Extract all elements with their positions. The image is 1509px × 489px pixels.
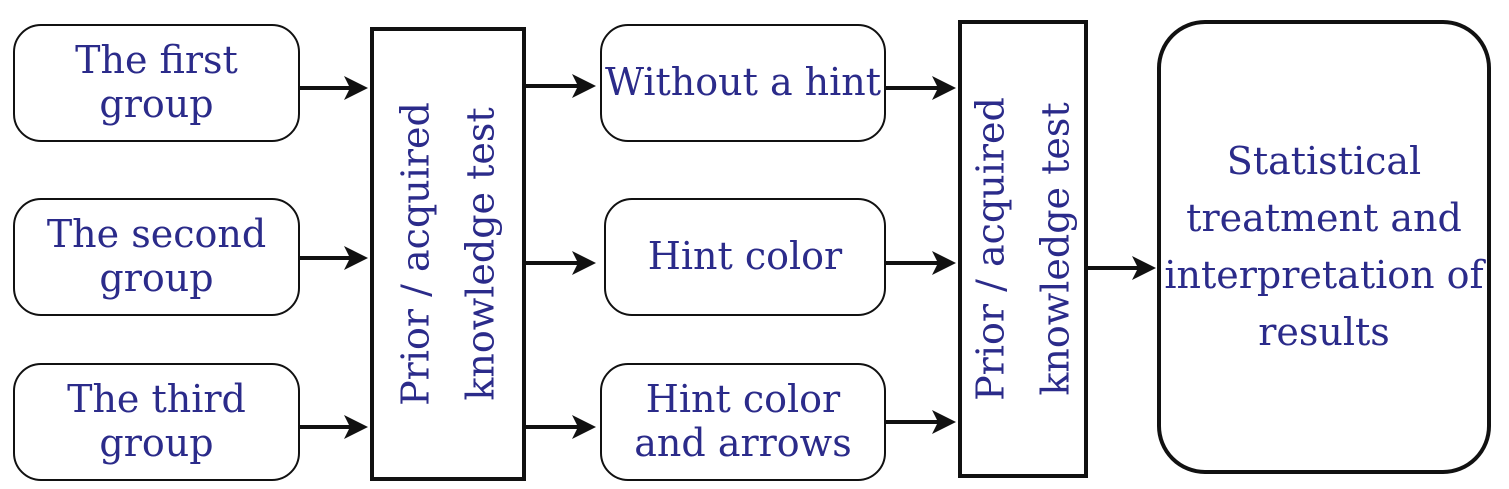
condition-box-without-hint: Without a hint — [600, 24, 886, 142]
knowledge-test-post-line1: Prior / acquired — [968, 97, 1013, 401]
statistical-treatment-box: Statistical treatment and interpretation… — [1157, 20, 1491, 474]
group-third-label-line1: The third — [67, 377, 246, 422]
group-first-label: The first group — [75, 38, 238, 126]
final-label-line2: treatment and — [1186, 196, 1462, 240]
group-box-third: The third group — [13, 363, 300, 481]
group-box-second: The second group — [13, 198, 300, 316]
condition-box-hint-color-arrows: Hint color and arrows — [600, 363, 886, 481]
final-label-line1: Statistical — [1226, 139, 1422, 183]
knowledge-test-pre-line2: knowledge test — [458, 107, 502, 401]
knowledge-test-label-post: Prior / acquired knowledge test — [958, 97, 1087, 401]
knowledge-test-label-pre: Prior / acquired knowledge test — [383, 102, 512, 406]
group-box-first: The first group — [13, 24, 300, 142]
knowledge-test-pre-line1: Prior / acquired — [393, 102, 438, 406]
knowledge-test-box-pre: Prior / acquired knowledge test — [370, 27, 526, 481]
group-second-label-line1: The second — [46, 212, 267, 257]
condition-hint-color-arrows-line2: and arrows — [634, 421, 852, 465]
group-second-label-line2: group — [99, 256, 214, 300]
condition-box-hint-color: Hint color — [604, 198, 886, 316]
final-label-line4: results — [1258, 310, 1390, 354]
condition-without-hint-label: Without a hint — [604, 60, 882, 105]
final-label-line3: interpretation of — [1164, 253, 1484, 297]
group-third-label-line2: group — [99, 421, 214, 465]
condition-hint-color-label: Hint color — [647, 234, 843, 279]
knowledge-test-post-line2: knowledge test — [1033, 102, 1077, 396]
condition-hint-color-arrows-line1: Hint color — [645, 377, 841, 422]
knowledge-test-box-post: Prior / acquired knowledge test — [958, 20, 1088, 478]
